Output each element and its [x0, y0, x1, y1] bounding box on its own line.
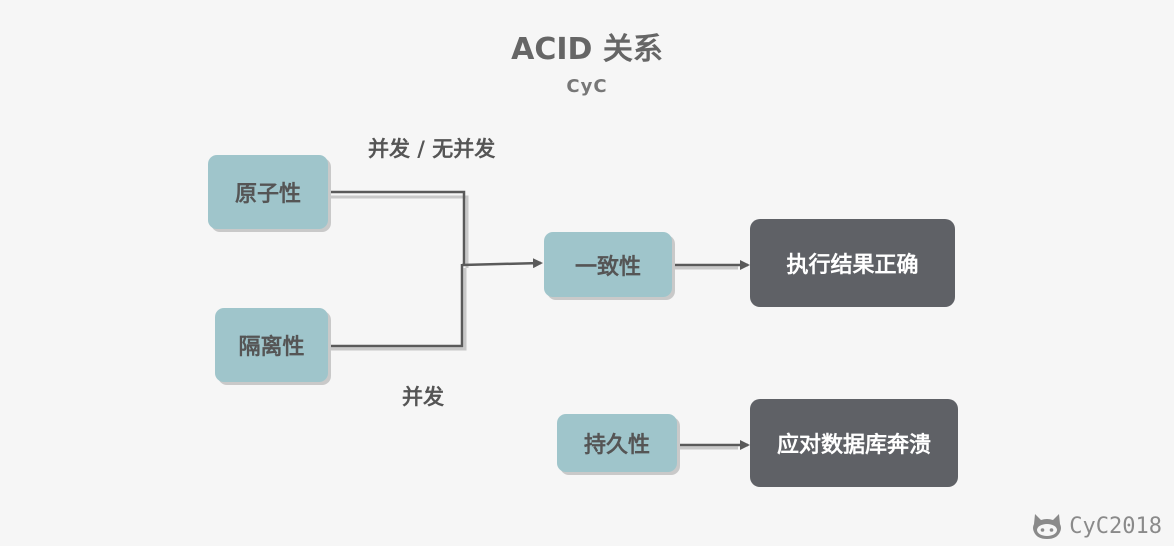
edge-label-concurrent-or-not: 并发 / 无并发	[368, 137, 496, 161]
node-consistency-label: 一致性	[574, 254, 641, 280]
watermark-text: CyC2018	[1069, 513, 1162, 539]
github-octocat-icon	[1033, 514, 1062, 539]
node-correct-result-label: 执行结果正确	[786, 253, 919, 278]
node-isolation: 隔离性	[215, 308, 328, 382]
node-correct-result: 执行结果正确	[750, 219, 955, 307]
node-isolation-label: 隔离性	[238, 335, 305, 360]
node-consistency: 一致性	[544, 232, 672, 297]
node-db-crash: 应对数据库奔溃	[750, 399, 958, 487]
node-atomicity-label: 原子性	[234, 182, 301, 207]
watermark: CyC2018	[1031, 512, 1162, 540]
node-db-crash-label: 应对数据库奔溃	[776, 433, 931, 458]
edge-label-concurrent: 并发	[402, 385, 444, 409]
diagram-subtitle: CyC	[566, 76, 608, 97]
edge-atomicity-merge	[328, 190, 466, 264]
node-durability: 持久性	[557, 414, 677, 472]
diagram-title: ACID 关系	[511, 32, 663, 67]
node-durability-label: 持久性	[583, 433, 650, 458]
edge-merge-to-consistency	[461, 258, 543, 269]
node-atomicity: 原子性	[208, 155, 328, 229]
edge-isolation-merge	[328, 264, 464, 348]
